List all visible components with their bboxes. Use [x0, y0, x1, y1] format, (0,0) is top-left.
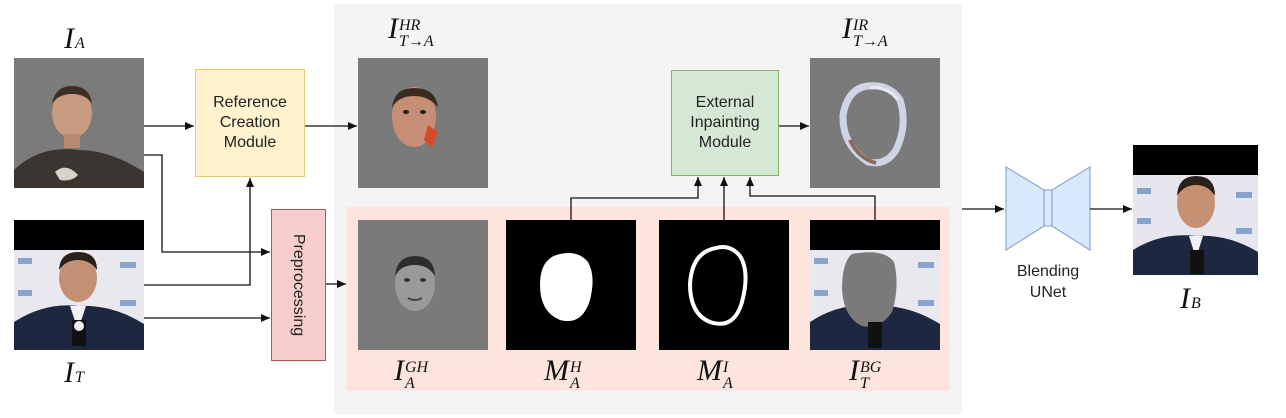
blending-unet-shape: [1005, 165, 1091, 252]
connector-arrows: [144, 122, 1132, 322]
blended-output-image: [1133, 145, 1258, 275]
gray-head-image: [358, 220, 488, 350]
target-image-it: [14, 220, 144, 350]
inpainting-output-image: [810, 58, 940, 188]
blending-unet-label: Blending UNet: [1016, 263, 1080, 301]
preprocessing-label: Preprocessing: [290, 233, 308, 337]
head-mask-image: [506, 220, 636, 350]
inpainting-mask-image: [659, 220, 789, 350]
reference-output-image: [358, 58, 488, 188]
reference-creation-module: Reference Creation Module: [195, 69, 305, 177]
background-image: [810, 220, 940, 350]
source-image-ia: [14, 58, 144, 188]
external-inpainting-module: External Inpainting Module: [671, 70, 779, 176]
preprocessing-module: Preprocessing: [271, 209, 326, 361]
